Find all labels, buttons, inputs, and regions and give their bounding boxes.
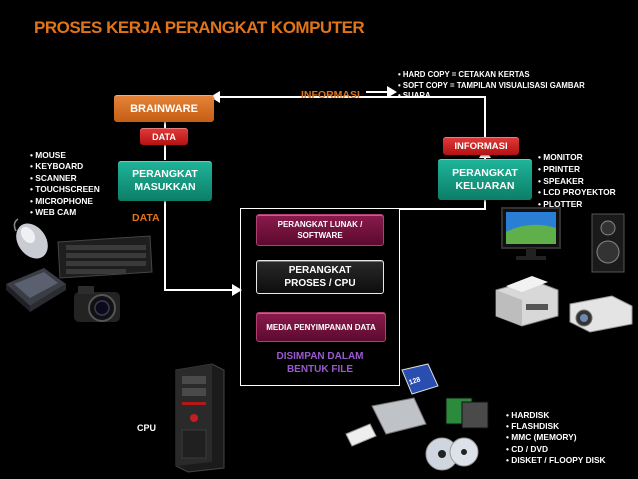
list-item: MICROPHONE	[30, 196, 100, 207]
arrow-right-icon	[387, 86, 397, 98]
cpu-tower-icon	[175, 363, 225, 473]
page-title: PROSES KERJA PERANGKAT KOMPUTER	[34, 18, 365, 37]
output-devices-list: MONITOR PRINTER SPEAKER LCD PROYEKTOR PL…	[538, 152, 616, 211]
data-side-label: DATA	[132, 212, 160, 224]
brainware-label: BRAINWARE	[130, 102, 198, 115]
list-item: SUARA	[398, 91, 585, 102]
list-item: KEYBOARD	[30, 161, 100, 172]
cpu-box: PERANGKAT PROSES / CPU	[256, 260, 384, 294]
list-item: WEB CAM	[30, 207, 100, 218]
list-item: MONITOR	[538, 152, 616, 164]
storage-media-icon	[345, 363, 489, 471]
list-item: SPEAKER	[538, 176, 616, 188]
monitor-icon	[501, 207, 561, 260]
output-device-box: PERANGKAT KELUARAN	[438, 159, 532, 200]
list-item: SCANNER	[30, 173, 100, 184]
list-item: DISKET / FLOOPY DISK	[506, 455, 605, 466]
disimpan-label: DISIMPAN DALAM BENTUK FILE	[276, 351, 364, 375]
list-item: PLOTTER	[538, 199, 616, 211]
connector-input-to-panel	[164, 289, 238, 291]
list-item: SOFT COPY = TAMPILAN VISUALISASI GAMBAR	[398, 81, 585, 92]
speaker-icon	[591, 213, 625, 273]
informasi-box: INFORMASI	[443, 137, 519, 155]
informasi-top-label: INFORMASI	[301, 89, 360, 101]
process-panel	[240, 208, 400, 386]
input-devices-list: MOUSE KEYBOARD SCANNER TOUCHSCREEN MICRO…	[30, 150, 100, 218]
list-item: CD / DVD	[506, 444, 606, 455]
list-item: MOUSE	[30, 150, 100, 161]
cpu-label: CPU	[137, 423, 157, 433]
informasi-box-label: INFORMASI	[454, 140, 508, 152]
list-item: HARD COPY = CETAKAN KERTAS	[398, 70, 585, 81]
arrow-right-icon	[232, 284, 242, 296]
data-box: DATA	[140, 128, 188, 145]
list-item: PRINTER	[538, 164, 616, 176]
list-item: MMC (MEMORY)	[506, 432, 606, 443]
connector-informasi-to-list	[366, 91, 390, 93]
software-box: PERANGKAT LUNAK / SOFTWARE	[256, 214, 384, 246]
storage-media-list: HARDISK FLASHDISK MMC (MEMORY) CD / DVD …	[506, 410, 606, 466]
list-item: FLASHDISK	[506, 421, 606, 432]
brainware-box: BRAINWARE	[114, 95, 214, 122]
input-device-label: PERANGKAT MASUKKAN	[132, 168, 198, 193]
storage-label: MEDIA PENYIMPANAN DATA	[266, 322, 376, 332]
data-label: DATA	[152, 131, 176, 142]
mouse-icon	[13, 218, 48, 259]
connector-info-top	[214, 96, 486, 98]
storage-box: MEDIA PENYIMPANAN DATA	[256, 312, 386, 342]
arrow-left-icon	[210, 91, 220, 103]
printer-icon	[495, 276, 559, 327]
connector-panel-right	[400, 208, 486, 210]
software-label: PERANGKAT LUNAK / SOFTWARE	[277, 220, 363, 240]
connector-input-down	[164, 200, 166, 290]
input-device-box: PERANGKAT MASUKKAN	[118, 161, 212, 201]
output-device-label: PERANGKAT KELUARAN	[452, 166, 518, 192]
list-item: HARDISK	[506, 410, 606, 421]
camera-icon	[74, 286, 120, 322]
output-forms-list: HARD COPY = CETAKAN KERTAS SOFT COPY = T…	[398, 70, 585, 102]
cpu-box-label: PERANGKAT PROSES / CPU	[284, 265, 356, 289]
list-item: TOUCHSCREEN	[30, 184, 100, 195]
projector-icon	[569, 295, 633, 333]
scanner-icon	[6, 268, 66, 312]
list-item: LCD PROYEKTOR	[538, 187, 615, 199]
keyboard-icon	[57, 235, 153, 279]
